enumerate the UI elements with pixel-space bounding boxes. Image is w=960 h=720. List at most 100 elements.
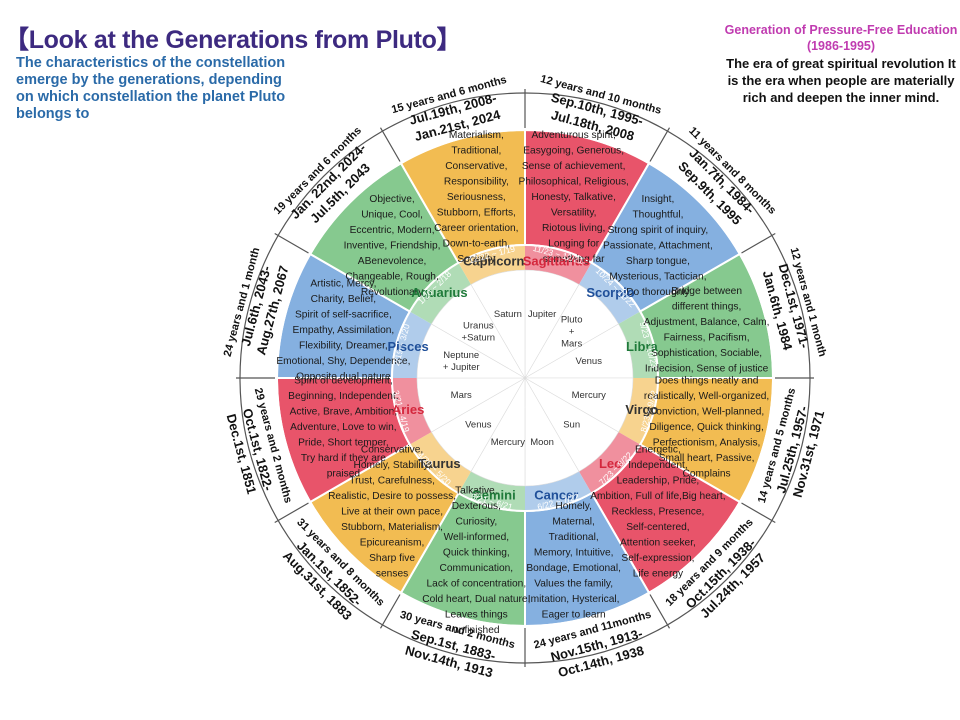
trait-line: Active, Brave, Ambition, [290,407,398,418]
date-ring-scorpio [579,262,641,324]
trait-line: Does things neatly and [655,376,759,387]
trait-line: Revolutionary [361,287,424,298]
date-ring-edge [391,244,659,512]
sign-name: Taurus [418,456,460,471]
trait-line: Changeable, Rough, [345,272,438,283]
band-divider [741,502,776,524]
sign-name: Cancer [534,487,578,502]
note-heading: Generation of Pressure-Free Education (1… [724,23,958,53]
trait-line: senses [376,568,408,579]
date-ring-aquarius [409,262,471,324]
trait-line: Sharp five [369,553,415,564]
trait-line: Independent, [628,460,687,471]
ruling-planet: Uranus [463,320,494,331]
trait-line: Leaves things [445,609,508,620]
trait-line: Inventive, Friendship, [344,241,441,252]
trait-line: Live at their own pace, [341,506,443,517]
trait-line: Imitation, Hysterical, [528,594,620,605]
sign-name: Leo [599,456,622,471]
ruling-planet: Mercury [572,390,607,401]
trait-line: Sense of achievement, [522,161,626,172]
trait-line: Self-expression, [621,553,694,564]
trait-line: Unique, Cool, [361,210,423,221]
hub-capricorn [470,269,526,380]
trait-line: Maternal, [552,516,594,527]
ruling-planet: +Saturn [462,332,496,343]
ruling-planet: Pluto [561,314,583,325]
trait-line: Career orientation, [434,223,518,234]
trait-line: Perfectionism, Analysis, [653,438,761,449]
trait-line: Bondage, Emotional, [526,563,621,574]
trait-line: Conviction, Well-planned, [649,407,764,418]
trait-line: Artistic, Mercy, [310,278,376,289]
trait-line: Traditional, [451,145,501,156]
trait-line: Try hard if they are [301,453,386,464]
trait-line: Longing for [548,238,600,249]
trait-line: Memory, Intuitive, [534,547,614,558]
trait-line: Conservative, [445,161,507,172]
sign-name: Capricorn [463,254,524,269]
ruling-planet: + Jupiter [443,362,480,373]
trait-line: Adjustment, Balance, Calm, [644,317,770,328]
trait-line: Curiosity, [455,516,497,527]
main-ring-edge [276,129,774,627]
trait-line: Sophistication, Sociable, [651,348,762,359]
trait-line: Sociality [457,254,496,265]
trait-line: Homely, Stability, [353,460,430,471]
trait-line: Easygoing, Generous, [523,145,624,156]
band-divider [274,232,309,254]
ruling-planet: Mars [451,390,472,401]
page-title: 【Look at the Generations from Pluto】 [4,26,462,54]
generation-note: Generation of Pressure-Free Education (1… [722,22,960,106]
trait-line: Pride, Short temper, [298,438,389,449]
trait-line: Eccentric, Modern, [350,225,435,236]
trait-line: Eager to learn [542,609,606,620]
band-divider [649,594,671,629]
trait-line: Epicureanism, [360,537,425,548]
ruling-planet: Venus [576,356,603,367]
trait-line: Life energy [633,568,684,579]
ruling-planet: Jupiter [528,309,557,320]
trait-line: Conservative, [361,444,423,455]
trait-line: Ambition, Full of life,Big heart, [590,491,725,502]
trait-line: Values the family, [534,578,613,589]
trait-line: Do thoroughly [626,287,690,298]
date-ring-taurus [409,432,471,494]
trait-line: praised [327,469,361,480]
trait-line: ABenevolence, [358,256,427,267]
sign-name: Virgo [625,402,658,417]
trait-line: Strong spirit of inquiry, [608,225,709,236]
trait-line: Riotous living, [542,223,605,234]
trait-line: realistically, Well-organized, [644,391,769,402]
date-ring-leo [579,432,641,494]
trait-line: Flexibility, Dreamer, [299,340,388,351]
trait-line: Empathy, Assimilation, [293,325,395,336]
trait-line: Bridge between [671,286,742,297]
trait-line: Seriousness, [447,192,506,203]
trait-line: Trust, Carefulness, [349,475,435,486]
trait-line: something far [543,254,605,265]
ruling-planet: + [569,326,575,337]
band-divider [274,502,309,524]
trait-line: Beginning, Independent, [288,391,398,402]
sign-name: Aquarius [411,285,467,300]
trait-line: Reckless, Presence, [612,506,705,517]
trait-line: Complains [683,469,731,480]
ruling-planet: Mars [561,338,582,349]
band-divider [741,232,776,254]
trait-line: Realistic, Desire to possess, [328,491,456,502]
sign-name: Libra [626,339,659,354]
trait-line: Diligence, Quick thinking, [649,422,763,433]
trait-line: Attention seeker, [620,537,696,548]
trait-line: Charity, Belief, [311,294,377,305]
subtitle: The characteristics of the constellation… [16,55,286,122]
trait-line: Stubborn, Efforts, [437,207,516,218]
ruling-planet: Moon [530,437,554,448]
trait-line: Talkative, [455,485,497,496]
ruling-planet: Saturn [494,309,522,320]
trait-line: Mysterious, Tactician, [609,272,706,283]
trait-line: different things, [672,302,741,313]
trait-line: Energetic, [635,444,681,455]
sign-name: Gemini [472,487,516,502]
